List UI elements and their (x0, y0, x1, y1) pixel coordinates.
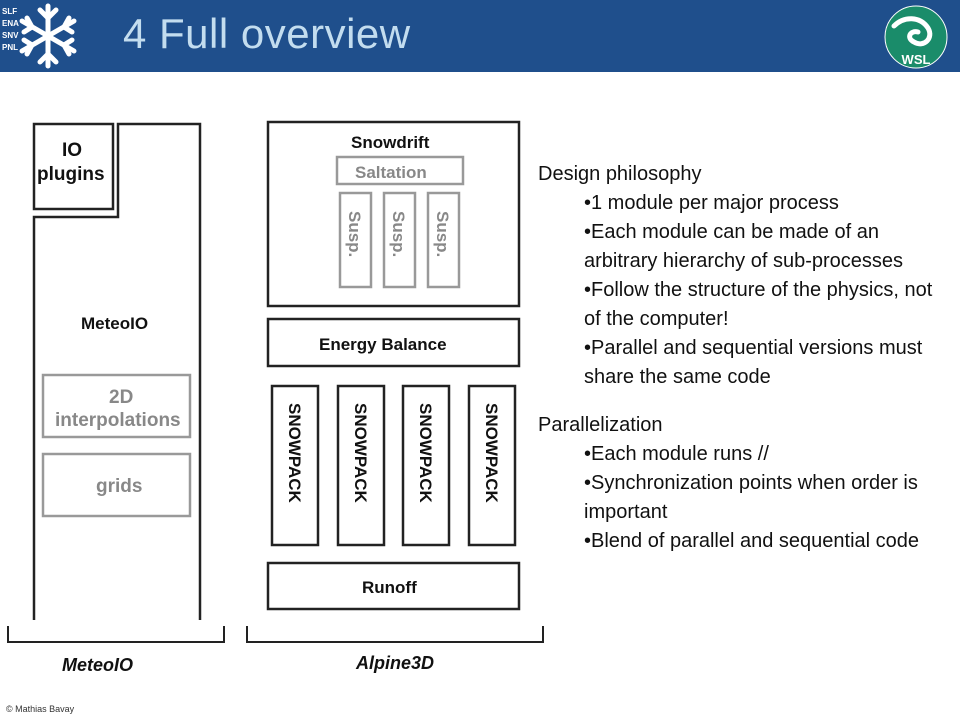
runoff-label: Runoff (362, 578, 417, 597)
saltation-box (335, 155, 465, 186)
grids-box (41, 452, 192, 518)
runoff-box (266, 561, 521, 611)
alpine3d-bracket-label: Alpine3D (355, 653, 434, 673)
logo-text: WSL (902, 52, 931, 67)
snowpack-label: SNOWPACK (285, 403, 304, 504)
snowdrift-label: Snowdrift (351, 133, 430, 152)
design-bullet: •Each module can be made of an arbitrary… (584, 221, 904, 272)
snowpack-label: SNOWPACK (482, 403, 501, 504)
energy-balance-label: Energy Balance (319, 335, 447, 354)
snowpack-box (401, 384, 451, 547)
snowpack-label: SNOWPACK (416, 403, 435, 504)
susp-label: Susp. (345, 211, 364, 257)
io-plugins-label: IO (62, 140, 82, 161)
alpine3d-bracket (246, 626, 544, 643)
meteoio-bracket-label: MeteoIO (62, 655, 133, 675)
parallel-bullet: •Each module runs // (584, 443, 769, 465)
institute-abbrev-list: SLF ENA SNV PNL (2, 6, 19, 54)
header-bar: SLF ENA SNV PNL 4 Full overview WSL (0, 0, 960, 72)
energy-balance-box (266, 317, 521, 368)
wsl-logo: WSL (884, 5, 948, 69)
susp-label: Susp. (389, 211, 408, 257)
design-bullet: •Parallel and sequential versions must s… (584, 337, 923, 388)
susp-box (338, 191, 373, 289)
meteoio-box (32, 122, 202, 620)
meteoio-bracket (7, 626, 225, 643)
parallel-bullet-list: •Each module runs // •Synchronization po… (538, 440, 953, 556)
interpolations-box (41, 373, 192, 439)
grids-label: grids (96, 476, 142, 497)
interpolations-label: interpolations (55, 410, 181, 431)
design-heading: Design philosophy (538, 163, 702, 185)
institute-abbrev: SNV (2, 31, 19, 40)
interpolations-label: 2D (109, 387, 133, 408)
snowpack-box (270, 384, 320, 547)
io-plugins-box (32, 122, 115, 211)
saltation-label: Saltation (355, 163, 427, 182)
susp-box (426, 191, 461, 289)
susp-label: Susp. (433, 211, 452, 257)
design-bullet: •Follow the structure of the physics, no… (584, 279, 933, 330)
parallel-bullet: •Synchronization points when order is im… (584, 472, 918, 523)
meteoio-label: MeteoIO (81, 314, 148, 333)
snowflake-icon (19, 3, 77, 69)
institute-abbrev: PNL (2, 43, 18, 52)
io-plugins-label: plugins (37, 164, 105, 185)
design-bullet-list: •1 module per major process •Each module… (538, 189, 953, 392)
institute-abbrev: SLF (2, 7, 18, 16)
parallel-bullet: •Blend of parallel and sequential code (584, 530, 920, 552)
snowpack-box (336, 384, 386, 547)
page-title: 4 Full overview (123, 10, 411, 57)
copyright-text: © Mathias Bavay (6, 704, 75, 714)
snowpack-box (467, 384, 517, 547)
institute-abbrev: ENA (2, 19, 19, 28)
parallel-heading: Parallelization (538, 414, 663, 436)
snowpack-label: SNOWPACK (351, 403, 370, 504)
text-panel: Design philosophy •1 module per major pr… (538, 160, 953, 556)
design-bullet: •1 module per major process (584, 192, 839, 214)
susp-box (382, 191, 417, 289)
